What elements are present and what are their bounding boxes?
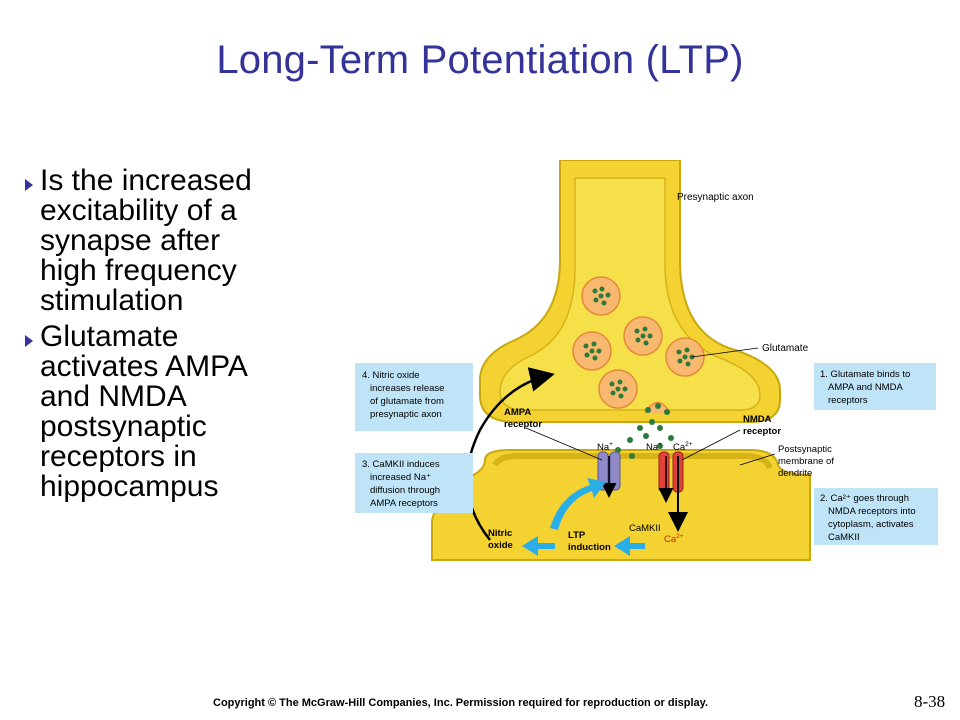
ltp-induction-label: induction [568, 542, 611, 553]
page-number: 8-38 [914, 692, 946, 711]
nmda-leader [681, 429, 741, 461]
triangle-bullet-icon [25, 179, 33, 191]
ampa-leader [525, 427, 603, 461]
ltp-to-no-arrow [522, 536, 555, 556]
svg-text:of glutamate from: of glutamate from [370, 396, 444, 407]
bullet-line: high frequency [40, 254, 237, 287]
ca-label-bottom: Ca2+ [664, 533, 684, 545]
nitric-oxide-feedback-arrow [465, 367, 555, 541]
glutamate-label: Glutamate [762, 343, 809, 354]
ltp-induction-label: LTP [568, 530, 586, 541]
postsynaptic-label: membrane of [778, 456, 834, 467]
bullet-line: synapse after [40, 224, 221, 257]
nmda-label: NMDA [743, 414, 772, 425]
svg-text:AMPA and NMDA: AMPA and NMDA [828, 382, 903, 393]
copyright-footer: Copyright © The McGraw-Hill Companies, I… [213, 697, 709, 709]
svg-text:increased Na⁺: increased Na⁺ [370, 472, 431, 483]
nmda-label: receptor [743, 426, 781, 437]
bullet-list: Is the increased excitability of a synap… [18, 166, 318, 508]
svg-text:1. Glutamate binds to: 1. Glutamate binds to [820, 369, 910, 380]
ampa-receptor-shape [597, 451, 621, 491]
na-label-right: Na+ [646, 441, 662, 453]
na-label-left: Na+ [597, 441, 613, 453]
bullet-line: stimulation [40, 284, 184, 317]
triangle-bullet-icon [25, 335, 33, 347]
svg-text:NMDA receptors into: NMDA receptors into [828, 506, 916, 517]
camkii-arrow [614, 536, 645, 556]
page-title: Long-Term Potentiation (LTP) [216, 38, 744, 82]
svg-text:presynaptic axon: presynaptic axon [370, 409, 442, 420]
bullet-item: Is the increased excitability of a synap… [18, 166, 318, 316]
bullet-line: postsynaptic [40, 410, 207, 443]
bullet-line: and NMDA [40, 380, 187, 413]
camkii-label: CaMKII [629, 523, 661, 534]
glutamate-dots [583, 286, 695, 459]
info-box-step4: 4. Nitric oxide increases release of glu… [355, 363, 473, 431]
info-box-step3: 3. CaMKII induces increased Na⁺ diffusio… [355, 453, 473, 513]
info-box-step1: 1. Glutamate binds to AMPA and NMDA rece… [814, 363, 936, 410]
bullet-line: Is the increased [40, 164, 252, 197]
glutamate-leader [691, 347, 759, 358]
svg-text:AMPA receptors: AMPA receptors [370, 498, 438, 509]
ampa-label: AMPA [504, 407, 531, 418]
bullet-line: excitability of a [40, 194, 237, 227]
svg-text:receptors: receptors [828, 395, 868, 406]
ampa-label: receptor [504, 419, 542, 430]
svg-text:4. Nitric oxide: 4. Nitric oxide [362, 370, 420, 381]
postsynaptic-label: dendrite [778, 468, 812, 479]
nitric-oxide-label: Nitric [488, 528, 512, 539]
membrane-leader [739, 453, 776, 466]
synapse-diagram: 4. Nitric oxide increases release of glu… [355, 160, 938, 561]
svg-text:cytoplasm, activates: cytoplasm, activates [828, 519, 914, 530]
bullet-line: hippocampus [40, 470, 219, 503]
bullet-line: activates AMPA [40, 350, 248, 383]
svg-text:3. CaMKII induces: 3. CaMKII induces [362, 459, 440, 470]
ca-label-top: Ca2+ [673, 441, 693, 453]
bullet-item: Glutamate activates AMPA and NMDA postsy… [18, 322, 318, 502]
presynaptic-axon-label: Presynaptic axon [677, 192, 754, 203]
svg-text:diffusion through: diffusion through [370, 485, 440, 496]
postsynaptic-label: Postsynaptic [778, 444, 832, 455]
nitric-oxide-label: oxide [488, 540, 513, 551]
bullet-line: Glutamate [40, 320, 179, 353]
svg-text:increases release: increases release [370, 383, 444, 394]
ltp-to-ampa-arrow [550, 478, 606, 530]
svg-text:CaMKII: CaMKII [828, 532, 860, 543]
svg-text:2. Ca²⁺ goes through: 2. Ca²⁺ goes through [820, 493, 909, 504]
info-box-step2: 2. Ca²⁺ goes through NMDA receptors into… [814, 488, 938, 545]
bullet-line: receptors in [40, 440, 197, 473]
